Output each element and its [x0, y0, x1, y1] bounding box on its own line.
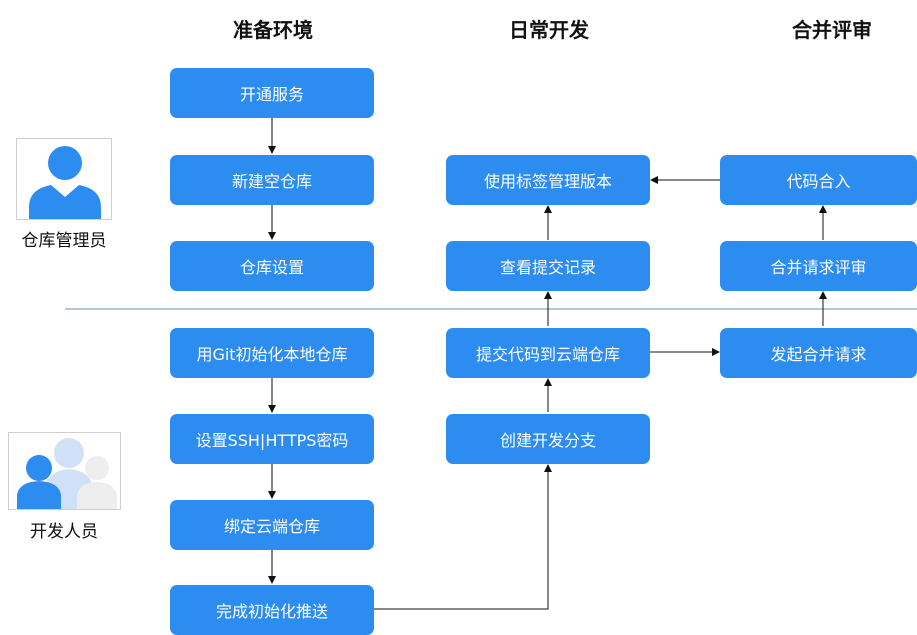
step-bind-remote: 绑定云端仓库 — [170, 500, 374, 550]
column-title-prepare: 准备环境 — [233, 18, 313, 42]
step-tag-version: 使用标签管理版本 — [446, 155, 650, 205]
step-view-commits: 查看提交记录 — [446, 241, 650, 291]
step-merge-code: 代码合入 — [720, 155, 917, 205]
arrow-push-to-branch — [374, 464, 552, 610]
role-label-admin: 仓库管理员 — [21, 231, 107, 251]
admin-avatar-frame — [16, 138, 112, 220]
step-start-merge-request: 发起合并请求 — [720, 328, 917, 378]
step-push-to-remote: 提交代码到云端仓库 — [446, 328, 650, 378]
step-finish-init-push: 完成初始化推送 — [170, 585, 374, 635]
step-repo-settings: 仓库设置 — [170, 241, 374, 291]
step-set-ssh-https: 设置SSH|HTTPS密码 — [170, 414, 374, 464]
step-merge-request-review: 合并请求评审 — [720, 241, 917, 291]
column-title-review: 合并评审 — [792, 18, 872, 42]
admin-avatar-icon — [29, 146, 101, 219]
role-label-developer: 开发人员 — [30, 522, 98, 542]
step-create-branch: 创建开发分支 — [446, 414, 650, 464]
step-open-service: 开通服务 — [170, 68, 374, 118]
developer-avatar-frame — [8, 432, 121, 510]
column-title-daily: 日常开发 — [509, 18, 589, 42]
step-new-empty-repo: 新建空仓库 — [170, 155, 374, 205]
developer-group-icon — [17, 438, 117, 509]
step-git-init-local: 用Git初始化本地仓库 — [170, 328, 374, 378]
